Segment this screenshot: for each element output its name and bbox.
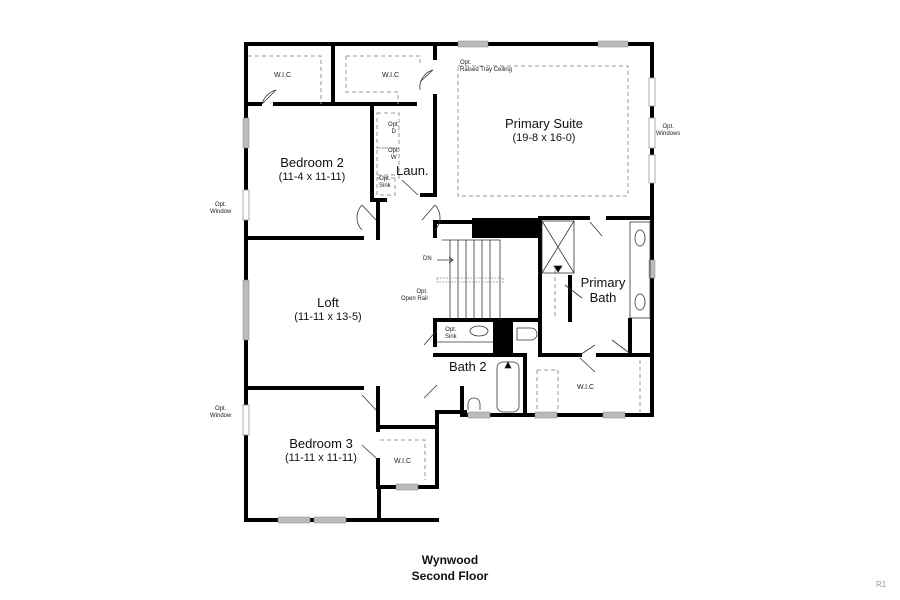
- room-dims: (19-8 x 16-0): [512, 131, 576, 144]
- note-text: D: [391, 128, 396, 135]
- note-opt: Opt.: [379, 176, 391, 182]
- room-name: Bedroom 2: [280, 155, 344, 170]
- room-bath-2: Bath 2: [449, 359, 487, 374]
- revision-mark: R1: [876, 580, 887, 589]
- note-text: Sink: [379, 182, 391, 189]
- note-opt-window-bedroom2: Opt. Window: [210, 202, 231, 216]
- note-text: Raised Tray Ceiling: [460, 66, 513, 73]
- wic-label-bedroom2: W.I.C: [274, 72, 292, 79]
- room-loft: Loft (11-11 x 13-5): [268, 295, 388, 324]
- room-bedroom-3: Bedroom 3 (11-11 x 11-11): [264, 436, 378, 465]
- note-opt-open-rail: Opt. Open Rail: [401, 289, 428, 303]
- room-name: Loft: [317, 295, 339, 310]
- note-text: Window: [210, 208, 232, 215]
- plan-floor: Second Floor: [411, 568, 489, 583]
- room-dims: (11-11 x 13-5): [294, 310, 362, 323]
- room-name: Bedroom 3: [289, 436, 353, 451]
- note-text: Windows: [656, 130, 681, 137]
- bedroom3-wic-walls: [377, 425, 439, 522]
- note-opt-sink-bath2: Opt. Sink: [445, 327, 457, 341]
- note-opt: Opt.: [388, 148, 400, 154]
- room-dims: (11-11 x 11-11): [285, 451, 357, 464]
- room-bedroom-2: Bedroom 2 (11-4 x 11-11): [260, 155, 364, 184]
- note-opt: Opt.: [416, 289, 428, 295]
- wic-label-bedroom3: W.I.C: [394, 458, 412, 465]
- plan-name: Wynwood: [421, 553, 479, 567]
- note-opt: Opt.: [460, 60, 472, 66]
- stair-down-label: DN: [423, 256, 432, 262]
- note-opt-sink-laundry: Opt. Sink: [379, 176, 391, 190]
- note-raised-tray-ceiling: Opt. Raised Tray Ceiling: [460, 60, 512, 74]
- note-opt-washer: Opt. W: [388, 148, 399, 162]
- note-opt: Opt.: [215, 202, 227, 208]
- room-primary-suite: Primary Suite (19-8 x 16-0): [462, 116, 626, 145]
- wic-label-primary-lower: W.I.C: [577, 384, 595, 391]
- note-opt: Opt.: [445, 327, 457, 333]
- note-text: Window: [210, 412, 232, 419]
- room-laundry: Laun.: [396, 163, 429, 178]
- plan-title: Wynwood Second Floor: [380, 553, 520, 584]
- note-text: Open Rail: [401, 295, 428, 302]
- note-opt: Opt.: [662, 124, 674, 130]
- outer-wall-top-right: [244, 42, 654, 417]
- wic-label-primary-upper: W.I.C: [382, 72, 400, 79]
- room-dims: (11-4 x 11-11): [278, 170, 346, 183]
- note-opt: Opt.: [388, 122, 400, 128]
- note-opt-windows-right: Opt. Windows: [656, 124, 680, 138]
- room-name: Primary Suite: [504, 116, 584, 131]
- note-text: W: [390, 154, 397, 161]
- note-opt-dryer: Opt. D: [388, 122, 399, 136]
- note-opt: Opt.: [215, 406, 227, 412]
- room-primary-bath: Primary Bath: [580, 275, 626, 305]
- note-text: Sink: [445, 333, 457, 340]
- note-opt-window-bedroom3: Opt. Window: [210, 406, 231, 420]
